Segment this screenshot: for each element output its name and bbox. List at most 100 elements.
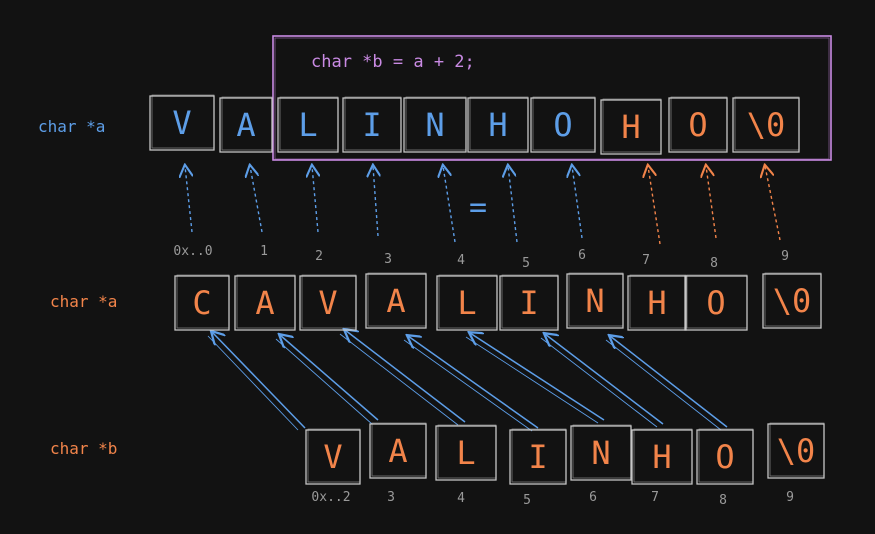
index-arrow-9 [765,166,781,241]
copy-arrow-2 [345,330,466,423]
bottom-row-index-2: 4 [457,491,465,506]
bottom-row-label: char *b [50,439,118,458]
bottom-row-cell-2: L [456,434,476,472]
top-row-index-7: 7 [642,253,650,268]
index-arrow-4 [443,166,456,243]
copy-arrow-3 [408,336,539,429]
middle-row-cell-border-6 [566,272,624,329]
index-arrow-8 [706,166,717,239]
top-row-cell-border-3 [342,96,402,153]
middle-row-cell-2: V [318,284,338,322]
bottom-row-index-7: 9 [786,490,794,505]
index-arrow-3 [373,166,378,237]
top-row-cell-3: I [362,106,382,144]
bottom-row-cell-6: O [715,438,735,476]
middle-row-cell-border-7 [627,274,687,331]
middle-row-cell-6: N [585,282,605,320]
top-row-cell-border-1 [219,96,273,153]
bottom-row-cell-7: \0 [776,432,816,470]
top-row-cell-0: V [172,104,192,142]
bottom-row-index-1: 3 [387,490,395,505]
top-row-label: char *a [38,117,106,136]
bottom-row-cell-border-7 [767,422,825,479]
top-row-cell-border-6 [530,96,596,153]
middle-row-cell-border-0 [174,274,230,331]
copy-arrow-1 [280,335,379,421]
bottom-row-cell-border-4 [570,424,632,481]
middle-row-cell-9: \0 [772,282,812,320]
top-row-cell-9: \0 [746,106,786,144]
top-row-cell-border-7 [600,98,662,155]
copy-arrows [207,330,728,432]
index-arrow-5 [508,166,518,243]
bottom-row-cell-border-6 [696,428,754,485]
copy-arrow-5 [545,334,664,425]
top-row-index-1: 1 [260,244,268,259]
top-row-cell-border-4 [403,96,467,153]
top-row-cell-5: H [488,106,508,144]
bottom-row-cell-border-1 [369,422,427,479]
top-row-cell-4: N [425,106,445,144]
top-row-cell-border-0 [149,94,215,151]
middle-row-cell-border-2 [299,274,357,331]
bottom-row-cell-border-3 [509,428,567,485]
copy-arrow-6 [610,336,728,428]
middle-row-cell-4: L [457,284,477,322]
top-row-cell-border-5 [467,96,529,153]
middle-row-cell-3: A [386,282,406,320]
bottom-row-cell-0: V [323,438,343,476]
copy-arrow-3b [403,339,533,432]
middle-row-cell-0: C [192,284,212,322]
index-arrow-1 [250,166,263,233]
bottom-row-cell-5: H [652,438,672,476]
index-arrow-7 [648,166,661,245]
middle-row-cell-border-9 [762,272,822,329]
copy-arrow-5b [540,337,658,428]
middle-row-cell-border-8 [684,274,748,331]
pointer-offset-highlight-box-sketch [274,37,830,160]
top-row-cell-border-9 [732,96,800,153]
top-row-index-2: 2 [315,249,323,264]
copy-arrow-4b [465,336,599,424]
index-arrow-0 [185,166,192,233]
top-row-cell-7: H [621,108,641,146]
index-arrow-6 [572,166,583,239]
middle-row-cell-border-5 [499,274,559,331]
top-row-cell-8: O [688,106,708,144]
middle-row-cell-border-4 [436,274,498,331]
top-row-cell-6: O [553,106,573,144]
index-arrow-2 [312,166,318,233]
bottom-row-cell-border-5 [631,428,693,485]
cell-borders [149,94,825,485]
copy-arrow-2b [339,333,459,426]
top-row-index-5: 5 [522,256,530,271]
middle-row-cell-border-1 [234,274,296,331]
copy-arrow-0b [207,335,299,431]
top-row-index-9: 9 [781,249,789,264]
top-row-cell-border-2 [277,96,339,153]
equals-sign: = [469,190,488,225]
top-row-index-3: 3 [384,252,392,267]
top-row-cell-border-8 [668,96,728,153]
bottom-row-index-0: 0x..2 [311,490,351,505]
middle-row-cell-7: H [647,284,667,322]
middle-row-cell-border-3 [365,272,427,329]
middle-row-cell-1: A [255,284,275,322]
copy-arrow-0 [212,332,306,429]
top-row-cell-1: A [236,106,256,144]
middle-row-cell-8: O [706,284,726,322]
top-row-index-4: 4 [457,253,465,268]
bottom-row-index-4: 6 [589,490,597,505]
middle-row-label: char *a [50,292,118,311]
copy-arrow-6b [605,339,722,431]
bottom-row-index-5: 7 [651,490,659,505]
bottom-row-cell-border-2 [435,424,497,481]
copy-arrow-1b [275,338,373,425]
top-row-cell-2: L [298,106,318,144]
bottom-row-index-3: 5 [523,493,531,508]
index-pointer-arrows [185,166,781,245]
bottom-row-cell-4: N [591,434,611,472]
pointer-offset-highlight-box [272,35,832,161]
top-row-index-6: 6 [578,248,586,263]
